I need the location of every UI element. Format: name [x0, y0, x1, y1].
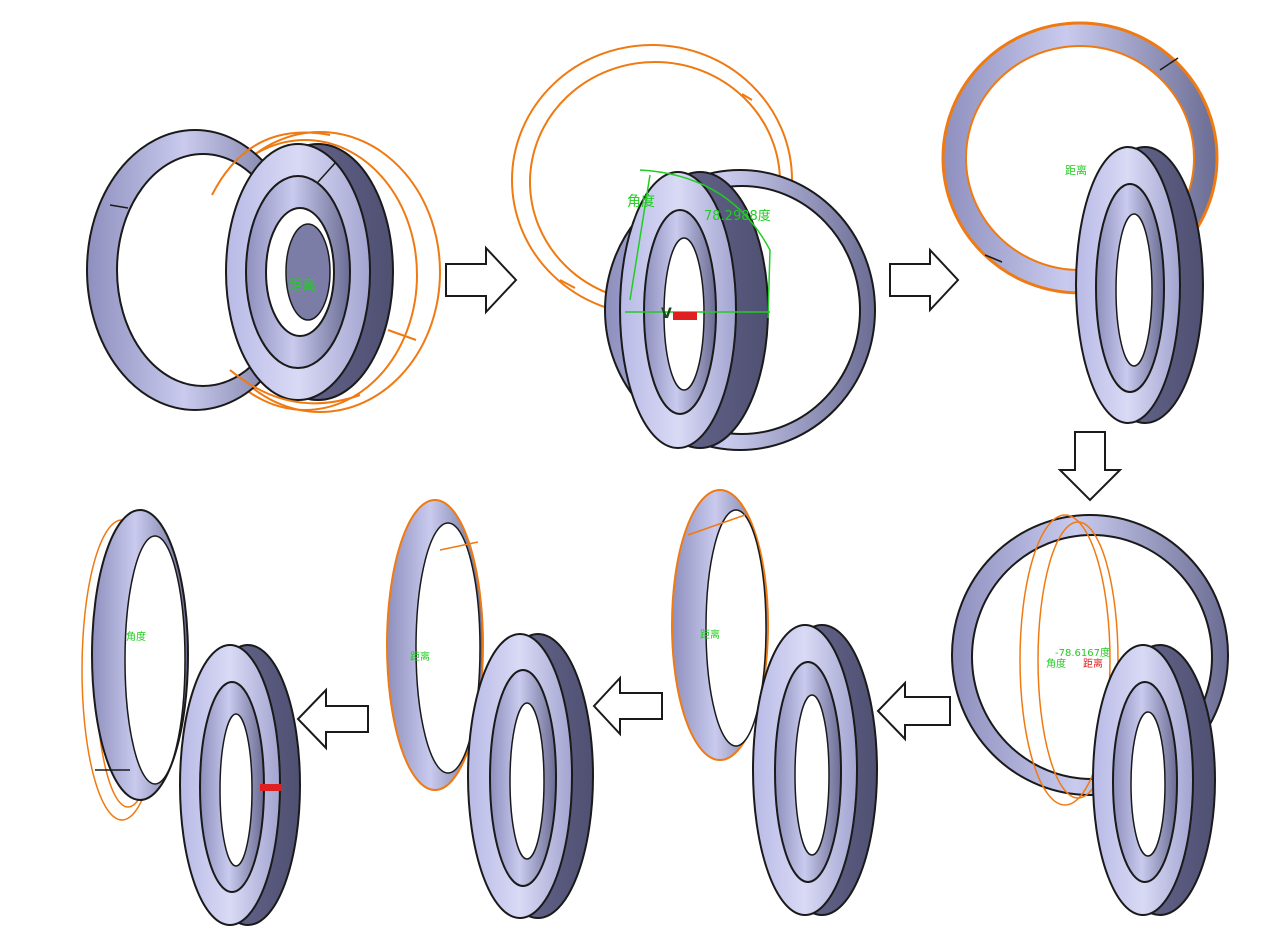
arrow-left-2: [592, 675, 663, 737]
step-5-ring-thick: [752, 624, 878, 916]
arrow-left-1: [876, 680, 951, 742]
step-4-angle-value: -78.6167度: [1055, 646, 1110, 659]
step-6-ring-thick: [467, 633, 594, 919]
step-5-distance-label: 距离: [700, 628, 720, 641]
step-1-ring-thick: [225, 143, 394, 401]
step-2-angle-label: 角度: [627, 194, 655, 210]
step-3-distance-label: 距离: [1065, 163, 1087, 177]
arrow-left-3: [296, 687, 369, 751]
step-2-angle-dimension: [625, 169, 771, 319]
step-1-orange-front: [211, 131, 361, 405]
step-7-angle-label: 角度: [126, 630, 146, 643]
step-5-assembly: 距离: [671, 489, 878, 916]
step-7-ring-thick: [179, 644, 301, 926]
step-2-angle-value: 78.2988度: [704, 208, 771, 224]
step-1-distance-label: 距离: [288, 277, 316, 294]
step-2-red-marker: [673, 312, 697, 320]
step-2-v-marker: V: [661, 306, 672, 322]
step-1-assembly: 距离: [86, 129, 441, 413]
arrow-right-1: [445, 245, 518, 315]
step-3-ring-thick: [1075, 146, 1204, 424]
step-4-distance-label: 距离: [1083, 657, 1103, 670]
step-5-ring-thin: [671, 489, 769, 761]
step-2-assembly: 角度 78.2988度 V: [511, 44, 876, 451]
arrow-right-2: [889, 247, 960, 313]
step-4-ring-thick: [1092, 644, 1216, 916]
step-4-constraint-outline: [1019, 514, 1119, 806]
step-4-angle-label: 角度: [1046, 657, 1066, 670]
step-3-assembly: 距离: [941, 21, 1219, 424]
step-6-distance-label: 距离: [410, 650, 430, 663]
step-6-assembly: 距离: [386, 499, 594, 919]
step-6-ring-thin: [386, 499, 484, 791]
step-7-red-marker: [260, 784, 282, 791]
step-4-assembly: -78.6167度 角度 距离: [951, 514, 1229, 916]
step-2-ring-thick: [619, 171, 769, 449]
step-7-ring-thin: [91, 509, 189, 801]
step-7-assembly: 角度: [81, 509, 301, 926]
arrow-down-1: [1057, 431, 1123, 502]
